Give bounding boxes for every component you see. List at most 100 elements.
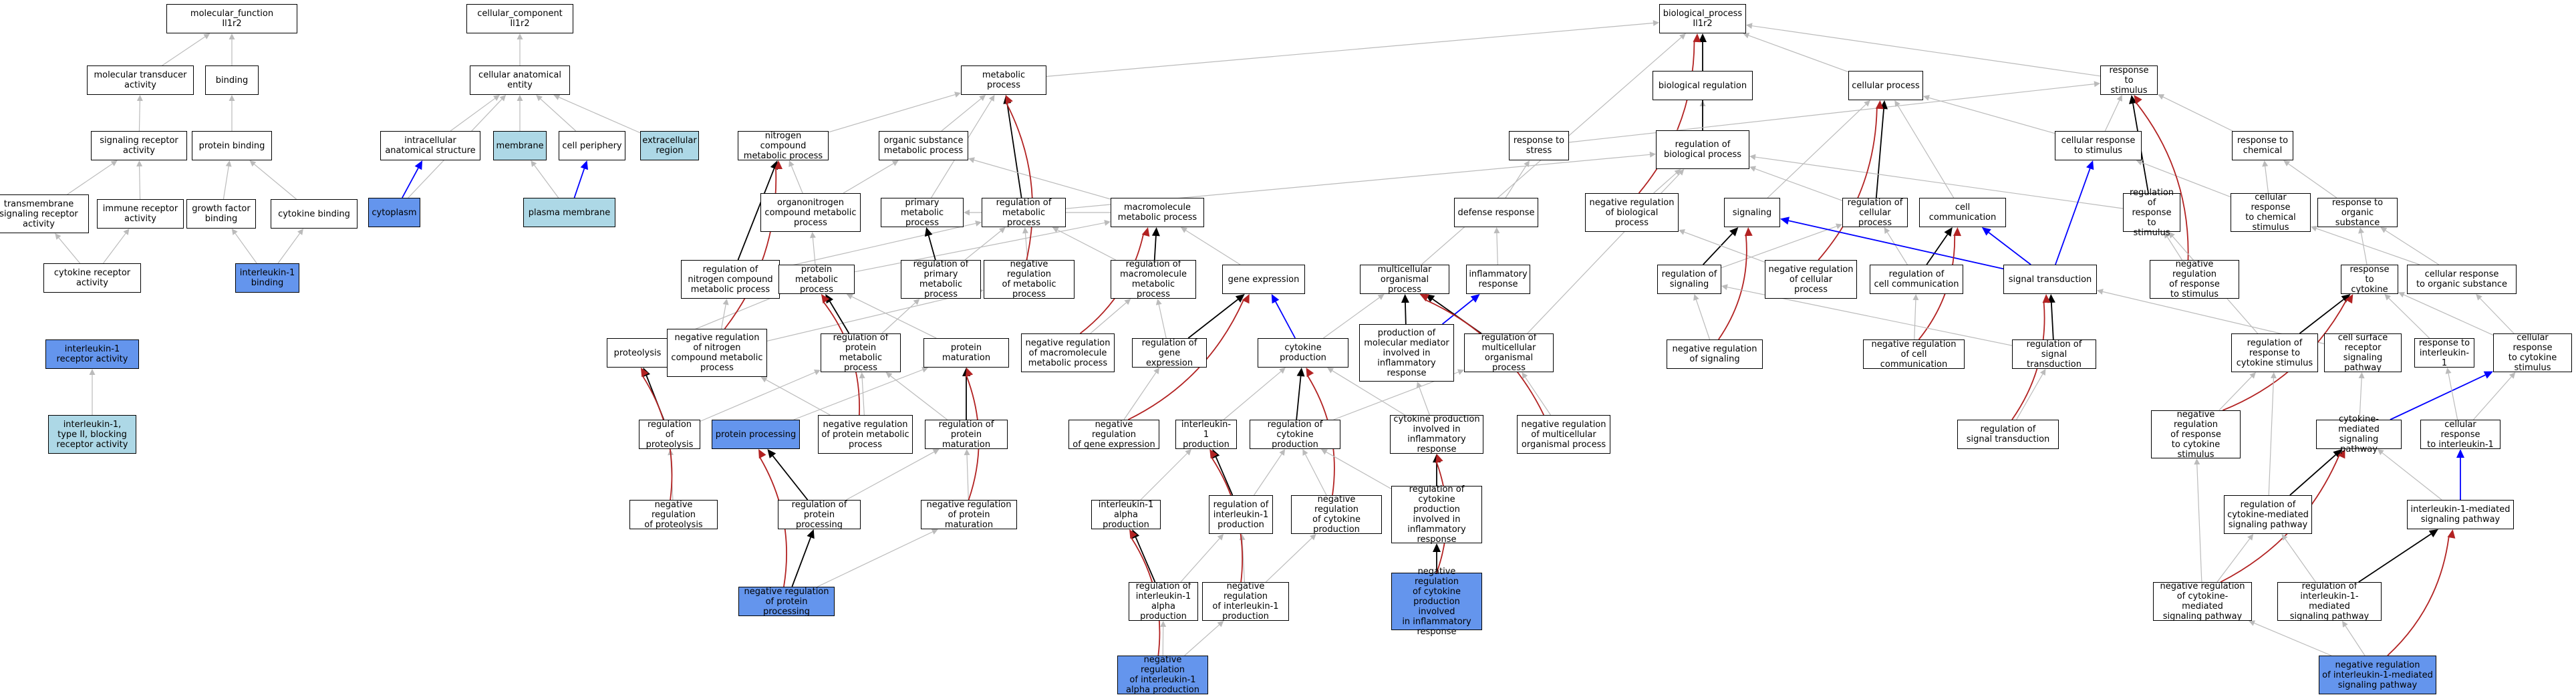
go-term-nril1prod[interactable]: negative regulation of interleukin-1 pro… — [1202, 581, 1289, 621]
go-term-membrane[interactable]: membrane — [493, 131, 547, 160]
go-term-rtil1[interactable]: response to interleukin-1 — [2414, 338, 2474, 368]
go-term-metproc[interactable]: metabolic process — [961, 65, 1046, 95]
go-term-protproc[interactable]: protein processing — [712, 420, 800, 449]
go-term-pmp[interactable]: primary metabolic process — [881, 198, 964, 228]
go-term-cpiir[interactable]: cytokine production involved in inflamma… — [1390, 414, 1483, 454]
go-term-cellper[interactable]: cell periphery — [559, 131, 625, 160]
go-term-defresp[interactable]: defense response — [1454, 198, 1538, 227]
go-term-rprotproc[interactable]: regulation of protein processing — [778, 500, 861, 530]
go-term-cra[interactable]: cytokine receptor activity — [43, 263, 141, 293]
go-term-nrmp[interactable]: negative regulation of metabolic process — [984, 259, 1075, 299]
go-term-protmat[interactable]: protein maturation — [923, 338, 1009, 368]
go-term-sra[interactable]: signaling receptor activity — [91, 131, 187, 160]
go-term-ril1prod[interactable]: regulation of interleukin-1 production — [1209, 495, 1273, 534]
go-term-nrprotproc[interactable]: negative regulation of protein processin… — [738, 587, 835, 617]
go-term-rmmp[interactable]: regulation of macromolecule metabolic pr… — [1111, 259, 1196, 299]
go-term-rst[interactable]: regulation of signal transduction — [2012, 339, 2096, 370]
go-term-nrncmp[interactable]: negative regulation of nitrogen compound… — [667, 329, 767, 377]
go-term-rcmsp[interactable]: regulation of cytokine-mediated signalin… — [2224, 495, 2312, 534]
go-term-rrts[interactable]: regulation of response to stimulus — [2123, 188, 2180, 238]
go-term-rtcyt[interactable]: response to cytokine — [2341, 265, 2398, 295]
go-term-rprotmp[interactable]: regulation of protein metabolic process — [821, 333, 901, 373]
go-term-rprotmat[interactable]: regulation of protein maturation — [925, 420, 1008, 450]
go-term-ncmp[interactable]: nitrogen compound metabolic process — [738, 131, 829, 161]
go-term-rbp[interactable]: regulation of biological process — [1656, 130, 1749, 169]
go-term-nrproteolysis[interactable]: negative regulation of proteolysis — [629, 500, 718, 530]
go-term-rtstress[interactable]: response to stress — [1509, 131, 1569, 160]
go-term-nrmmp[interactable]: negative regulation of macromolecule met… — [1021, 333, 1115, 372]
go-term-rcpiir[interactable]: regulation of cytokine production involv… — [1391, 484, 1482, 545]
go-term-ira[interactable]: immune receptor activity — [97, 199, 184, 229]
go-term-il1msp[interactable]: interleukin-1-mediated signaling pathway — [2407, 500, 2514, 529]
go-term-rsig[interactable]: regulation of signaling — [1657, 265, 1721, 294]
go-term-nrrtcs[interactable]: negative regulation of response to cytok… — [2151, 410, 2241, 460]
go-term-nrcpiir[interactable]: negative regulation of cytokine producti… — [1391, 567, 1482, 637]
go-term-cae[interactable]: cellular anatomical entity — [470, 65, 570, 95]
go-term-cmsp[interactable]: cytokine-mediated signaling pathway — [2316, 414, 2402, 454]
go-term-binding[interactable]: binding — [205, 65, 259, 95]
go-term-crtcs[interactable]: cellular response to chemical stimulus — [2231, 192, 2311, 233]
go-term-rcp[interactable]: regulation of cellular process — [1842, 198, 1908, 228]
go-term-nrbp[interactable]: negative regulation of biological proces… — [1585, 193, 1679, 232]
go-term-cb[interactable]: cytokine binding — [271, 199, 357, 229]
go-term-geneexp[interactable]: gene expression — [1222, 265, 1305, 294]
go-term-rts[interactable]: response to stimulus — [2100, 65, 2158, 96]
go-term-nrprotmat[interactable]: negative regulation of protein maturatio… — [921, 500, 1017, 530]
go-term-il1prod[interactable]: interleukin-1 production — [1175, 420, 1237, 450]
go-term-nrprotmp[interactable]: negative regulation of protein metabolic… — [818, 415, 913, 454]
go-term-plasmamem[interactable]: plasma membrane — [523, 198, 615, 227]
go-term-crts[interactable]: cellular response to stimulus — [2055, 131, 2142, 160]
go-term-nrge[interactable]: negative regulation of gene expression — [1068, 420, 1159, 450]
go-term-bp[interactable]: biological_process Il1r2 — [1659, 4, 1746, 33]
go-term-cytprod[interactable]: cytokine production — [1258, 338, 1348, 368]
go-term-csrsp[interactable]: cell surface receptor signaling pathway — [2324, 333, 2402, 373]
go-term-rtchem[interactable]: response to chemical — [2232, 131, 2293, 160]
go-term-proteolysis[interactable]: proteolysis — [607, 338, 668, 368]
go-term-rcytprod[interactable]: regulation of cytokine production — [1250, 420, 1340, 450]
go-term-rncmp[interactable]: regulation of nitrogen compound metaboli… — [681, 260, 780, 299]
go-term-sigtrans[interactable]: signal transduction — [2003, 265, 2097, 294]
go-term-mta[interactable]: molecular transducer activity — [87, 65, 194, 95]
go-term-rmcop[interactable]: regulation of multicellular organismal p… — [1464, 333, 1554, 373]
go-term-pb[interactable]: protein binding — [192, 131, 272, 160]
go-term-cytoplasm[interactable]: cytoplasm — [368, 198, 420, 227]
go-term-rpmp[interactable]: regulation of primary metabolic process — [901, 259, 981, 299]
go-term-rtos[interactable]: response to organic substance — [2317, 198, 2398, 228]
go-term-osmp[interactable]: organic substance metabolic process — [879, 131, 968, 160]
go-term-nrmcop[interactable]: negative regulation of multicellular org… — [1517, 415, 1610, 454]
go-term-rge[interactable]: regulation of gene expression — [1132, 338, 1207, 368]
go-term-rrtcs[interactable]: regulation of response to cytokine stimu… — [2231, 333, 2318, 372]
go-term-il1t2[interactable]: interleukin-1, type II, blocking recepto… — [48, 415, 136, 454]
go-term-nrsig[interactable]: negative regulation of signaling — [1667, 339, 1763, 369]
go-term-signaling[interactable]: signaling — [1724, 198, 1780, 227]
go-term-gfb[interactable]: growth factor binding — [186, 199, 256, 229]
go-term-nrcmsp[interactable]: negative regulation of cytokine-mediated… — [2153, 581, 2252, 621]
go-term-ias[interactable]: intracellular anatomical structure — [380, 131, 480, 160]
go-term-nrcytprod[interactable]: negative regulation of cytokine producti… — [1291, 495, 1382, 535]
go-term-nrrts[interactable]: negative regulation of response to stimu… — [2150, 259, 2239, 299]
go-term-pmmiir[interactable]: production of molecular mediator involve… — [1359, 324, 1454, 382]
go-term-tsra[interactable]: transmembrane signaling receptor activit… — [0, 194, 89, 233]
go-term-il1ra[interactable]: interleukin-1 receptor activity — [45, 339, 139, 369]
go-term-il1aprod[interactable]: interleukin-1 alpha production — [1091, 500, 1161, 530]
go-term-rmp[interactable]: regulation of metabolic process — [982, 198, 1066, 228]
go-term-cellproc[interactable]: cellular process — [1848, 71, 1923, 100]
go-term-crtos[interactable]: cellular response to organic substance — [2407, 265, 2517, 294]
go-term-inflresp[interactable]: inflammatory response — [1466, 265, 1530, 294]
go-term-nril1aprod[interactable]: negative regulation of interleukin-1 alp… — [1117, 655, 1208, 695]
go-term-cellcomm[interactable]: cell communication — [1919, 198, 2006, 227]
go-term-nril1msp[interactable]: negative regulation of interleukin-1-med… — [2319, 656, 2436, 694]
go-term-biolreg[interactable]: biological regulation — [1653, 71, 1753, 100]
go-term-il1b[interactable]: interleukin-1 binding — [235, 263, 299, 293]
go-term-crtcyt[interactable]: cellular response to cytokine stimulus — [2493, 333, 2572, 373]
go-term-extreg[interactable]: extracellular region — [640, 131, 699, 160]
go-term-ril1aprod[interactable]: regulation of interleukin-1 alpha produc… — [1129, 581, 1198, 621]
go-term-mmp[interactable]: macromolecule metabolic process — [1111, 198, 1204, 227]
go-term-rproteolysis[interactable]: regulation of proteolysis — [639, 420, 700, 450]
go-term-nrcc[interactable]: negative regulation of cell communicatio… — [1863, 339, 1965, 370]
go-term-nrcp[interactable]: negative regulation of cellular process — [1765, 260, 1857, 299]
go-term-crtil1[interactable]: cellular response to interleukin-1 — [2420, 420, 2500, 450]
go-term-rcc[interactable]: regulation of cell communication — [1870, 265, 1963, 294]
go-term-mcop[interactable]: multicellular organismal process — [1360, 265, 1449, 295]
go-term-ocmp[interactable]: organonitrogen compound metabolic proces… — [760, 193, 861, 232]
